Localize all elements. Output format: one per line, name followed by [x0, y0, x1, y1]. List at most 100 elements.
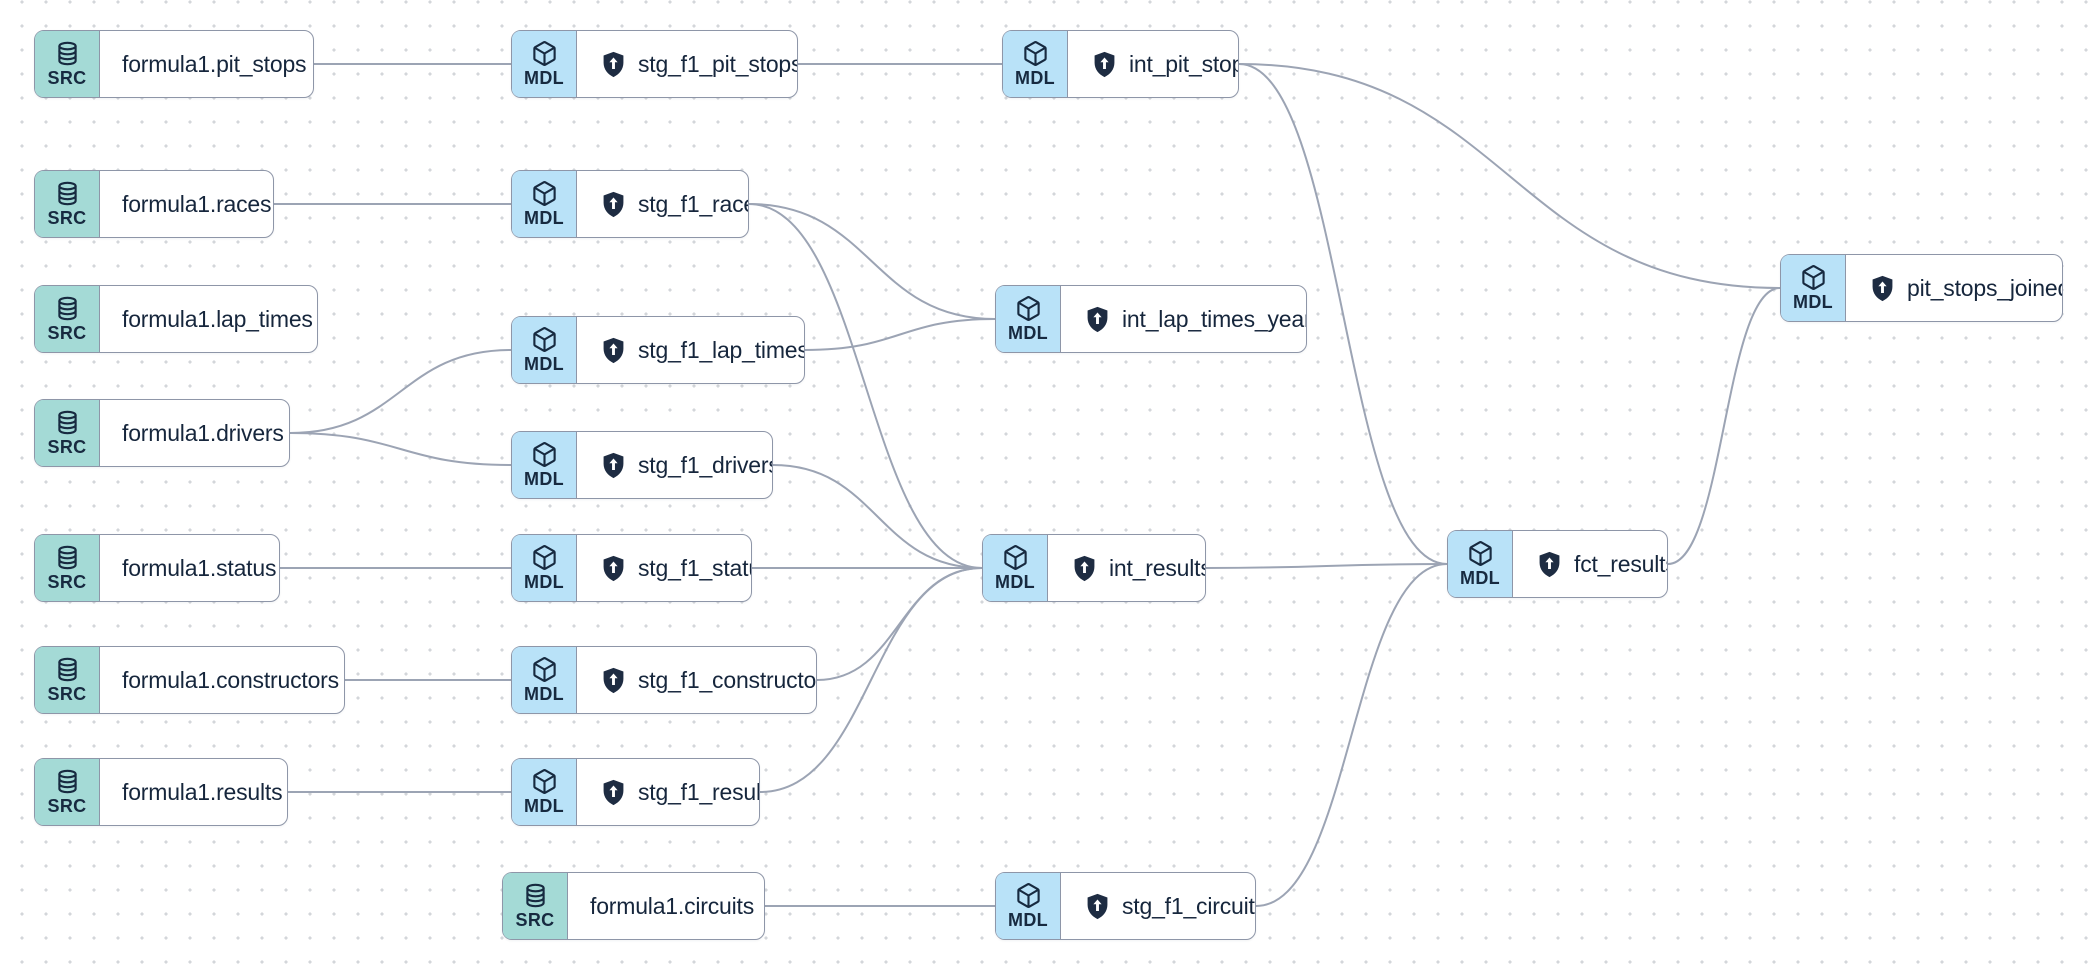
node-label: formula1.races: [122, 190, 272, 217]
node-body: pit_stops_joined: [1846, 255, 2062, 321]
node-label: int_pit_stops: [1129, 50, 1238, 77]
edge-stg_f1_circuits-to-fct_results: [1255, 563, 1448, 907]
node-body: stg_f1_constructors: [577, 647, 816, 713]
node-body: formula1.status: [100, 535, 279, 601]
model-type-badge: MDL: [1448, 531, 1513, 597]
edge-int_pit_stops-to-pit_stops_joined: [1238, 63, 1781, 289]
node-int_pit_stops[interactable]: MDL int_pit_stops: [1002, 30, 1239, 98]
badge-label: MDL: [524, 468, 564, 489]
database-icon: [54, 656, 81, 683]
badge-label: MDL: [1015, 67, 1055, 88]
edge-int_results-to-fct_results: [1205, 563, 1448, 569]
node-stg_f1_lap_times[interactable]: MDL stg_f1_lap_times: [511, 316, 805, 384]
badge-label: MDL: [524, 353, 564, 374]
source-type-badge: SRC: [35, 171, 100, 237]
node-int_lap_times_years[interactable]: MDL int_lap_times_years: [995, 285, 1307, 353]
badge-label: SRC: [47, 795, 87, 816]
model-type-badge: MDL: [512, 171, 577, 237]
package-icon: [531, 441, 558, 468]
node-formula1.pit_stops[interactable]: SRC formula1.pit_stops: [34, 30, 314, 98]
package-icon: [1015, 295, 1042, 322]
shield-lock-icon: [1083, 305, 1112, 334]
node-fct_results[interactable]: MDL fct_results: [1447, 530, 1668, 598]
shield-lock-icon: [599, 336, 628, 365]
model-type-badge: MDL: [996, 873, 1061, 939]
node-label: stg_f1_pit_stops: [638, 50, 797, 77]
node-formula1.lap_times[interactable]: SRC formula1.lap_times: [34, 285, 318, 353]
node-formula1.status[interactable]: SRC formula1.status: [34, 534, 280, 602]
node-body: int_results: [1048, 535, 1205, 601]
model-type-badge: MDL: [512, 317, 577, 383]
database-icon: [54, 768, 81, 795]
node-label: formula1.constructors: [122, 666, 339, 693]
edge-stg_f1_results-to-int_results: [759, 567, 983, 793]
badge-label: SRC: [47, 207, 87, 228]
node-formula1.results[interactable]: SRC formula1.results: [34, 758, 288, 826]
node-body: stg_f1_status: [577, 535, 751, 601]
source-type-badge: SRC: [35, 535, 100, 601]
node-body: formula1.pit_stops: [100, 31, 313, 97]
database-icon: [54, 180, 81, 207]
node-body: formula1.drivers: [100, 400, 289, 466]
node-formula1.constructors[interactable]: SRC formula1.constructors: [34, 646, 345, 714]
node-body: stg_f1_results: [577, 759, 759, 825]
source-type-badge: SRC: [35, 31, 100, 97]
package-icon: [531, 40, 558, 67]
shield-lock-icon: [599, 190, 628, 219]
node-body: formula1.races: [100, 171, 273, 237]
database-icon: [522, 882, 549, 909]
badge-label: MDL: [524, 795, 564, 816]
database-icon: [54, 544, 81, 571]
edge-stg_f1_races-to-int_lap_times_years: [748, 203, 996, 320]
node-stg_f1_circuits[interactable]: MDL stg_f1_circuits: [995, 872, 1256, 940]
node-body: int_pit_stops: [1068, 31, 1238, 97]
package-icon: [531, 180, 558, 207]
node-formula1.races[interactable]: SRC formula1.races: [34, 170, 274, 238]
node-label: int_lap_times_years: [1122, 305, 1306, 332]
edge-fct_results-to-pit_stops_joined: [1667, 287, 1781, 565]
node-label: stg_f1_lap_times: [638, 336, 804, 363]
node-label: formula1.results: [122, 778, 283, 805]
node-body: stg_f1_drivers: [577, 432, 772, 498]
node-label: fct_results: [1574, 550, 1667, 577]
badge-label: MDL: [1008, 909, 1048, 930]
node-body: stg_f1_races: [577, 171, 748, 237]
node-body: int_lap_times_years: [1061, 286, 1306, 352]
node-label: formula1.status: [122, 554, 277, 581]
model-type-badge: MDL: [512, 759, 577, 825]
database-icon: [54, 295, 81, 322]
package-icon: [531, 768, 558, 795]
edge-stg_f1_constructors-to-int_results: [816, 567, 983, 681]
badge-label: MDL: [1460, 567, 1500, 588]
node-label: formula1.lap_times: [122, 305, 313, 332]
node-label: formula1.circuits: [590, 892, 755, 919]
badge-label: MDL: [1008, 322, 1048, 343]
node-stg_f1_results[interactable]: MDL stg_f1_results: [511, 758, 760, 826]
node-stg_f1_status[interactable]: MDL stg_f1_status: [511, 534, 752, 602]
node-label: pit_stops_joined: [1907, 274, 2062, 301]
edge-stg_f1_lap_times-to-int_lap_times_years: [804, 318, 996, 351]
database-icon: [54, 40, 81, 67]
badge-label: SRC: [47, 322, 87, 343]
package-icon: [1800, 264, 1827, 291]
source-type-badge: SRC: [35, 647, 100, 713]
node-label: formula1.pit_stops: [122, 50, 307, 77]
shield-lock-icon: [1090, 50, 1119, 79]
package-icon: [1022, 40, 1049, 67]
shield-lock-icon: [599, 50, 628, 79]
node-stg_f1_drivers[interactable]: MDL stg_f1_drivers: [511, 431, 773, 499]
badge-label: MDL: [524, 571, 564, 592]
node-label: formula1.drivers: [122, 419, 284, 446]
node-label: stg_f1_circuits: [1122, 892, 1255, 919]
edge-int_pit_stops-to-fct_results: [1238, 63, 1448, 565]
node-body: formula1.circuits: [568, 873, 764, 939]
